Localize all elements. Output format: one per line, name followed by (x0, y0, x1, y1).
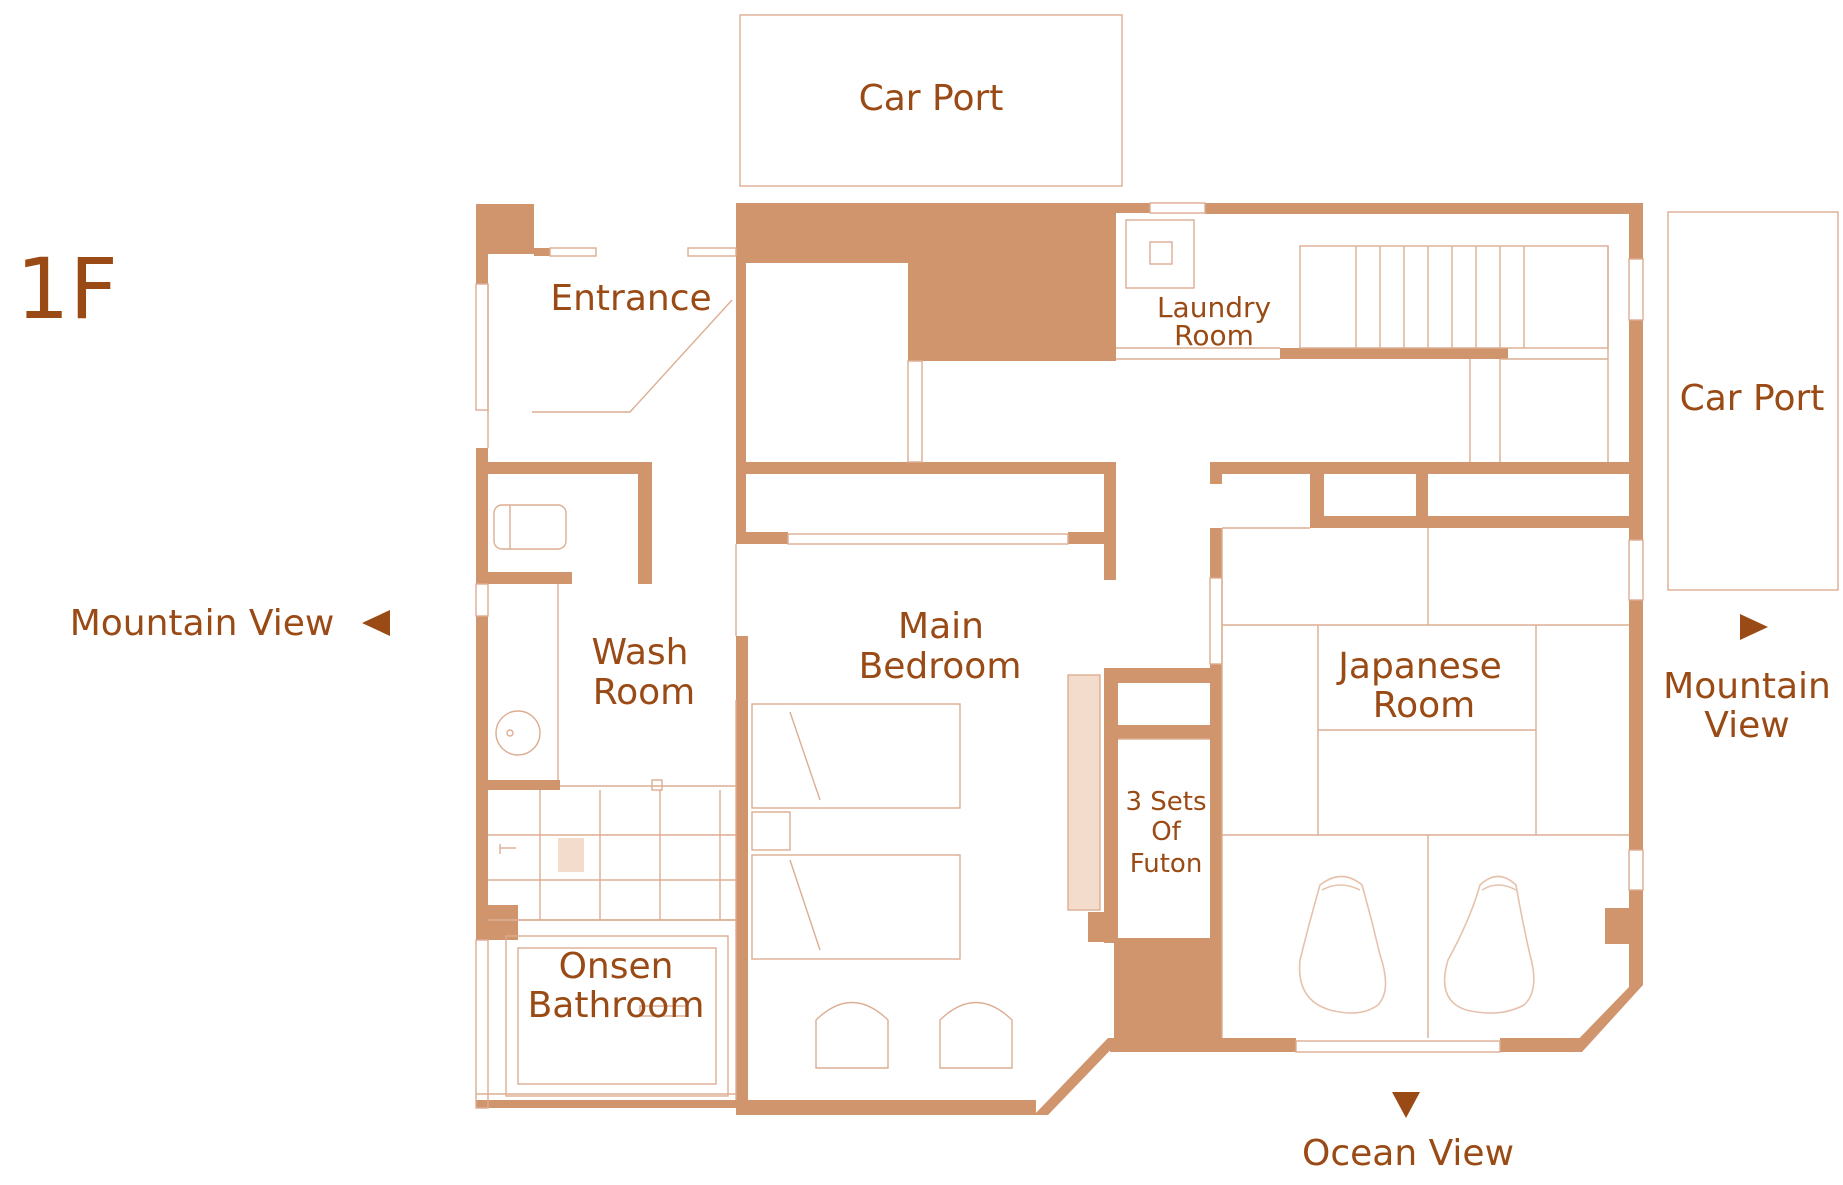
car-port-right-outline (1667, 211, 1839, 591)
futon-label-1: 3 Sets (1125, 787, 1206, 817)
main-bedroom-label-2: Bedroom (859, 646, 1022, 687)
entrance-label: Entrance (550, 278, 711, 319)
right-arrow-icon (1740, 614, 1768, 640)
mountain-view-right-label-1: Mountain (1663, 666, 1831, 707)
floor-label: 1F (16, 240, 118, 338)
japanese-room-label-2: Room (1373, 685, 1476, 726)
futon-label-2: Of (1151, 817, 1181, 847)
japanese-room-label-1: Japanese (1336, 646, 1501, 687)
laundry-label-2: Room (1174, 319, 1254, 352)
wash-room-label-2: Room (593, 672, 696, 713)
onsen-label-2: Bathroom (528, 985, 705, 1026)
main-bedroom-label-1: Main (898, 606, 984, 647)
mountain-view-right-label-2: View (1704, 705, 1789, 746)
mountain-view-left-label: Mountain View (70, 603, 335, 644)
windows-and-fixtures (475, 202, 1644, 1109)
wash-room-label-1: Wash (592, 632, 689, 673)
car-port-top-outline (739, 14, 1123, 187)
laundry-label-1: Laundry (1157, 291, 1271, 324)
left-arrow-icon (362, 610, 390, 636)
onsen-label-1: Onsen (559, 946, 674, 987)
car-port-top-label: Car Port (859, 78, 1004, 119)
interior-walls (476, 213, 1643, 1108)
futon-label-3: Futon (1130, 849, 1203, 879)
down-arrow-icon (1392, 1092, 1420, 1118)
car-port-right-label: Car Port (1680, 378, 1825, 419)
ocean-view-label: Ocean View (1302, 1133, 1514, 1174)
labels: 1F Car Port Car Port Entrance Laundry Ro… (16, 78, 1831, 1174)
